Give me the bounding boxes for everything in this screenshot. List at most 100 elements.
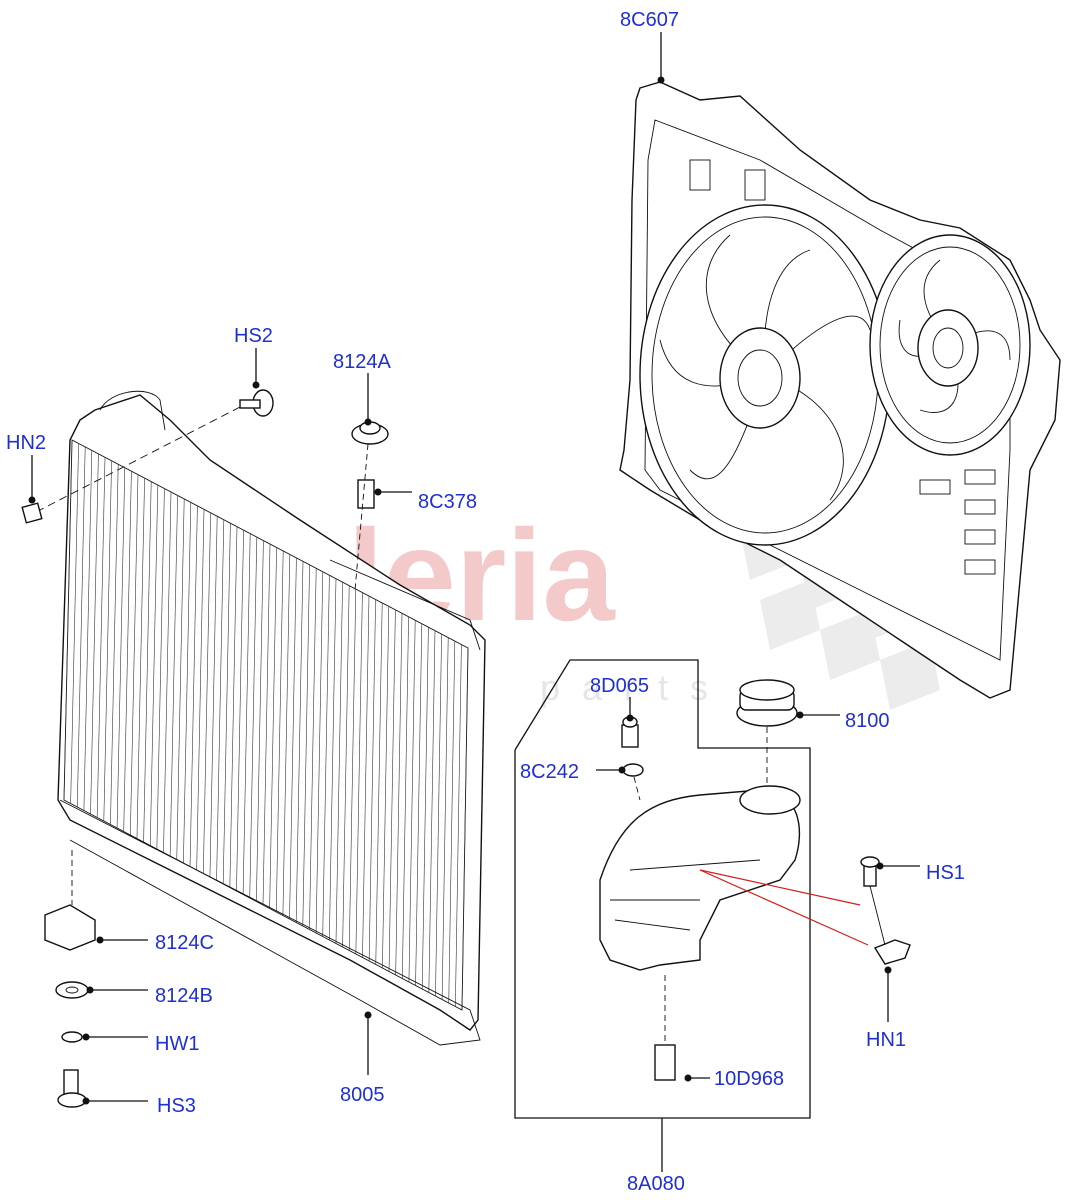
callout-8D065: 8D065 xyxy=(590,675,649,697)
radiator-fin-line xyxy=(76,446,86,808)
bolt-HS1 xyxy=(860,856,880,887)
radiator-fin-line xyxy=(408,620,416,983)
radiator-fin-line xyxy=(375,602,383,965)
radiator-fin-line xyxy=(282,554,291,916)
radiator-fin-line xyxy=(275,550,284,913)
radiator-fin-line xyxy=(216,519,225,881)
nut-HN1 xyxy=(873,939,911,965)
callout-8A080: 8A080 xyxy=(627,1173,685,1195)
radiator-fin-line xyxy=(455,644,462,1007)
nut-HN2 xyxy=(21,502,43,524)
radiator-fin-line xyxy=(149,485,159,846)
radiator-fin-line xyxy=(63,439,73,801)
radiator-fin-line xyxy=(96,457,106,818)
radiator-fin-line xyxy=(229,526,238,888)
radiator-fin-line xyxy=(196,509,205,871)
radiator-fin-line xyxy=(123,471,132,832)
radiator-fin-line xyxy=(222,523,231,885)
valve-8D065 xyxy=(621,716,639,748)
radiator-fin-line xyxy=(169,495,178,857)
washer-8124B xyxy=(55,981,89,999)
callout-8124B: 8124B xyxy=(155,985,213,1007)
group-bracket-8A080 xyxy=(514,659,811,1119)
radiator-fin-line xyxy=(70,443,79,804)
watermark-subtext: parts xyxy=(540,667,730,708)
radiator-fin-line xyxy=(136,478,145,839)
radiator-core xyxy=(57,390,486,1046)
radiator-fin-line xyxy=(355,592,363,955)
radiator-fin-line xyxy=(83,450,93,811)
radiator-fin-line xyxy=(189,505,198,867)
radiator-fin-line xyxy=(295,561,304,923)
radiator-fin-line xyxy=(236,530,244,892)
radiator-fin-line xyxy=(130,474,139,836)
bolt-HS2 xyxy=(239,389,274,417)
radiator-fin-line xyxy=(209,516,218,878)
fan-shroud-assembly xyxy=(619,81,1061,699)
radiator-fin-line xyxy=(315,571,324,934)
callout-labels: 8C607 HS2 8124A HN2 8C378 8D065 8100 8C2… xyxy=(6,9,965,1195)
radiator-fin-line xyxy=(262,543,271,906)
radiator-fin-line xyxy=(441,637,449,1000)
radiator-fin-line xyxy=(203,512,211,874)
radiator-fin-line xyxy=(289,557,297,920)
radiator-fin-line xyxy=(156,488,165,850)
callout-HS2: HS2 xyxy=(234,325,273,347)
radiator-fin-line xyxy=(415,623,423,986)
bolt-HS3 xyxy=(57,1069,87,1108)
callout-8C242: 8C242 xyxy=(520,761,579,783)
radiator-fin-line xyxy=(382,606,390,969)
radiator-fin-line xyxy=(335,582,343,944)
radiator-fin-line xyxy=(348,589,357,951)
radiator-fin-line xyxy=(368,599,376,962)
radiator-fin-line xyxy=(322,575,330,937)
radiator-fin-line xyxy=(448,641,456,1004)
radiator-fin-line xyxy=(342,585,350,948)
radiator-fin-line xyxy=(362,595,370,958)
bracket-8C378 xyxy=(357,479,375,509)
radiator-fins xyxy=(63,439,469,1011)
radiator-fin-line xyxy=(242,533,251,895)
callout-8100: 8100 xyxy=(845,710,890,732)
radiator-fin-line xyxy=(269,547,277,909)
radiator-fin-line xyxy=(428,630,436,993)
radiator-fin-line xyxy=(249,537,258,899)
mount-8124A xyxy=(351,421,389,445)
callout-8124A: 8124A xyxy=(333,351,391,373)
radiator-fin-line xyxy=(388,609,396,972)
callout-HW1: HW1 xyxy=(155,1033,199,1055)
radiator-fin-line xyxy=(435,634,442,997)
callout-HN2: HN2 xyxy=(6,432,46,454)
callout-8C378: 8C378 xyxy=(418,491,477,513)
radiator-fin-line xyxy=(163,491,172,853)
cap-8100 xyxy=(736,679,798,727)
callout-HN1: HN1 xyxy=(866,1029,906,1051)
callout-HS1: HS1 xyxy=(926,862,965,884)
radiator-fin-line xyxy=(395,613,403,976)
radiator-fin-line xyxy=(302,564,310,927)
expansion-tank xyxy=(599,785,801,1081)
radiator-fin-line xyxy=(116,467,126,829)
callout-10D968: 10D968 xyxy=(714,1068,784,1090)
radiator-fin-line xyxy=(183,502,192,864)
radiator-fin-line xyxy=(256,540,264,902)
radiator-fin-line xyxy=(421,627,429,990)
callout-HS3: HS3 xyxy=(157,1095,196,1117)
radiator-fin-line xyxy=(176,498,185,860)
washer-HW1 xyxy=(61,1031,83,1043)
callout-8124C: 8124C xyxy=(155,932,214,954)
callout-8005: 8005 xyxy=(340,1084,385,1106)
radiator-fin-line xyxy=(309,568,317,930)
radiator-fin-line xyxy=(103,460,112,822)
callout-8C607: 8C607 xyxy=(620,9,679,31)
mount-8124C xyxy=(44,904,96,951)
radiator-fin-line xyxy=(110,464,119,825)
radiator-fin-line xyxy=(461,647,469,1011)
o-ring-8C242 xyxy=(622,763,644,777)
radiator-fin-line xyxy=(329,578,337,941)
radiator-fin-line xyxy=(143,481,152,843)
radiator-fin-line xyxy=(90,453,99,815)
leaders xyxy=(28,32,920,1105)
radiator-fin-line xyxy=(402,616,409,979)
